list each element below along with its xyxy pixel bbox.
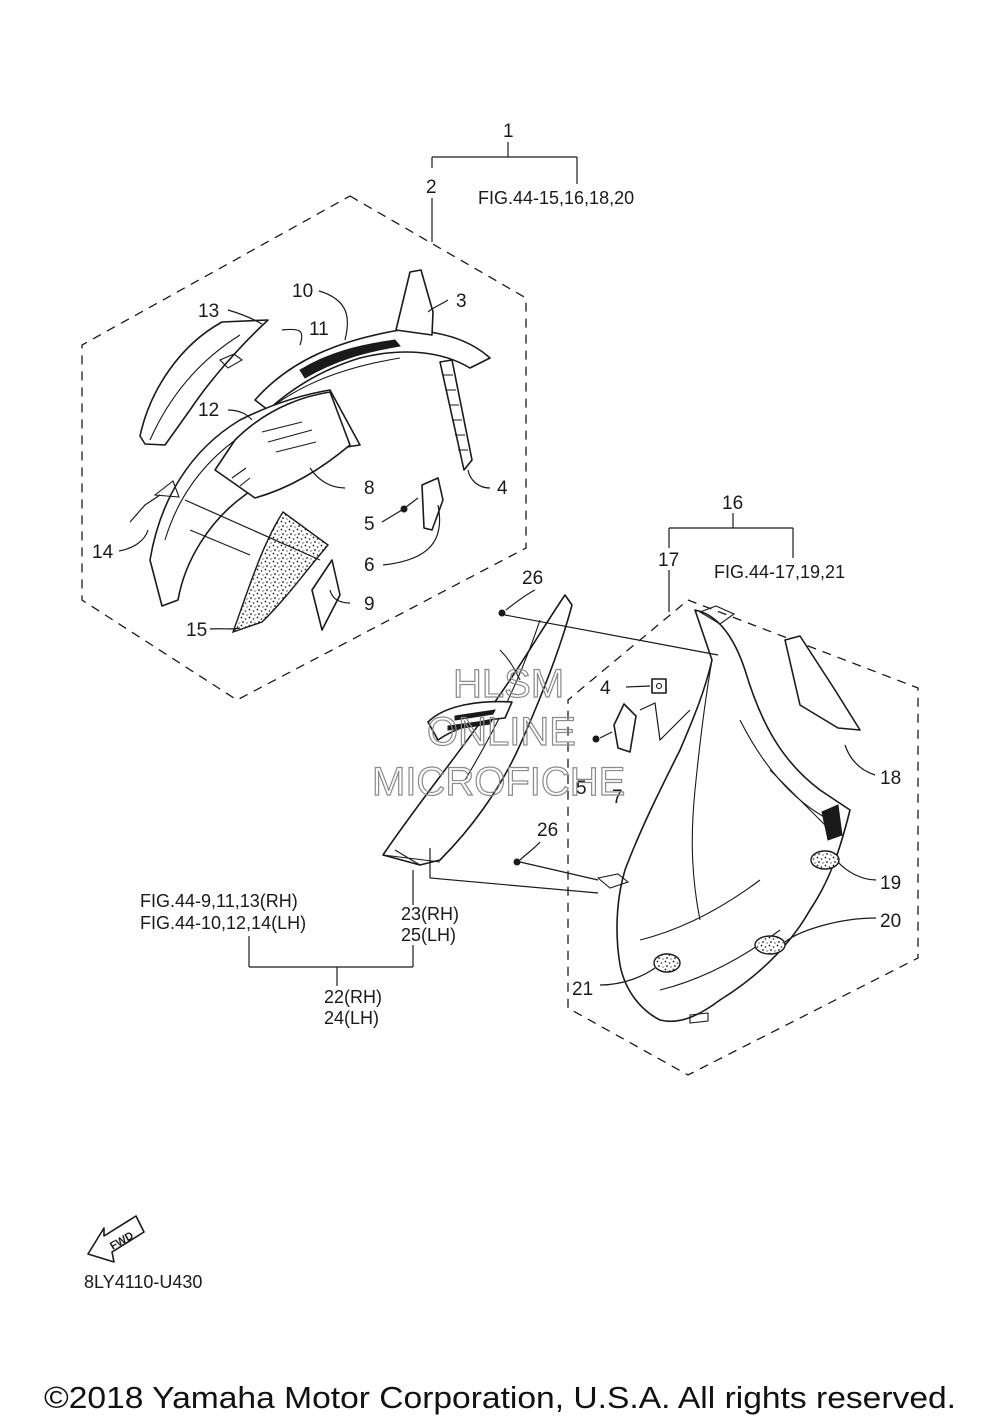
callout-26-upper: 26 bbox=[522, 568, 543, 589]
callout-5-upper: 5 bbox=[364, 514, 375, 535]
callout-4-lower: 4 bbox=[600, 678, 611, 699]
part-4-clip-strip bbox=[439, 359, 473, 471]
callout-5-lower: 5 bbox=[576, 778, 587, 799]
upper-leaders bbox=[118, 290, 491, 630]
figure-reference-lower: FIG.44-17,19,21 bbox=[714, 562, 845, 582]
callout-23-rh: 23(RH) bbox=[401, 904, 459, 924]
figure-reference-upper: FIG.44-15,16,18,20 bbox=[478, 188, 634, 208]
copyright-notice: ©2018 Yamaha Motor Corporation, U.S.A. A… bbox=[44, 1380, 956, 1415]
callout-20: 20 bbox=[880, 911, 901, 932]
callout-8: 8 bbox=[364, 478, 375, 499]
fwd-arrow-icon: FWD bbox=[87, 1215, 145, 1263]
part-7-small-cover bbox=[613, 703, 637, 753]
callout-6: 6 bbox=[364, 555, 375, 576]
callout-1: 1 bbox=[503, 121, 514, 142]
callout-18: 18 bbox=[880, 768, 901, 789]
callout-26-lower: 26 bbox=[537, 820, 558, 841]
watermark-line-2: ONLINE bbox=[427, 710, 576, 754]
part-17-front-cowl bbox=[616, 609, 851, 1023]
part-21-emblem bbox=[653, 953, 681, 973]
watermark-line-1: HLSM bbox=[453, 662, 564, 706]
part-6-small-cover bbox=[421, 477, 444, 531]
diagram-code: 8LY4110-U430 bbox=[84, 1272, 202, 1292]
part-13-upper-panel bbox=[139, 319, 269, 446]
callout-9: 9 bbox=[364, 594, 375, 615]
part-19-emblem bbox=[810, 850, 840, 870]
callout-14: 14 bbox=[92, 542, 114, 563]
lower-assembly-boundary bbox=[567, 599, 919, 1076]
callout-10: 10 bbox=[292, 281, 313, 302]
part-20-emblem bbox=[754, 935, 786, 955]
callout-21: 21 bbox=[572, 979, 593, 1000]
callout-2: 2 bbox=[426, 177, 437, 198]
watermark: HLSM ONLINE MICROFICHE bbox=[371, 661, 626, 804]
part-9-small-bracket bbox=[311, 559, 341, 631]
callout-16: 16 bbox=[722, 493, 743, 514]
part-8-inner-panel bbox=[214, 391, 351, 499]
callout-13: 13 bbox=[198, 301, 219, 322]
watermark-line-3: MICROFICHE bbox=[372, 760, 625, 804]
lower-leaders bbox=[429, 589, 877, 986]
part-10-upper-cowl-rail bbox=[254, 329, 491, 411]
upper-assembly-boundary bbox=[81, 195, 527, 701]
callout-12: 12 bbox=[198, 400, 219, 421]
bracket-22-24 bbox=[248, 870, 414, 986]
callout-25-lh: 25(LH) bbox=[401, 925, 456, 945]
callout-11: 11 bbox=[309, 319, 329, 340]
callout-4-upper: 4 bbox=[497, 478, 508, 499]
callout-17: 17 bbox=[658, 550, 679, 571]
part-3-visor bbox=[395, 269, 434, 336]
part-18-side-deflector bbox=[784, 635, 861, 731]
figure-reference-rh: FIG.44-9,11,13(RH) bbox=[140, 891, 298, 911]
callout-15: 15 bbox=[186, 620, 207, 641]
part-4-lower-clip bbox=[651, 678, 667, 694]
callout-22-rh: 22(RH) bbox=[324, 987, 382, 1007]
callout-7: 7 bbox=[612, 787, 623, 808]
bracket-1 bbox=[431, 142, 578, 242]
callout-19: 19 bbox=[880, 873, 901, 894]
figure-reference-lh: FIG.44-10,12,14(LH) bbox=[140, 913, 306, 933]
callout-24-lh: 24(LH) bbox=[324, 1008, 379, 1028]
callout-3: 3 bbox=[456, 291, 467, 312]
bracket-16 bbox=[668, 513, 794, 612]
part-15-mesh-panel bbox=[231, 510, 330, 634]
